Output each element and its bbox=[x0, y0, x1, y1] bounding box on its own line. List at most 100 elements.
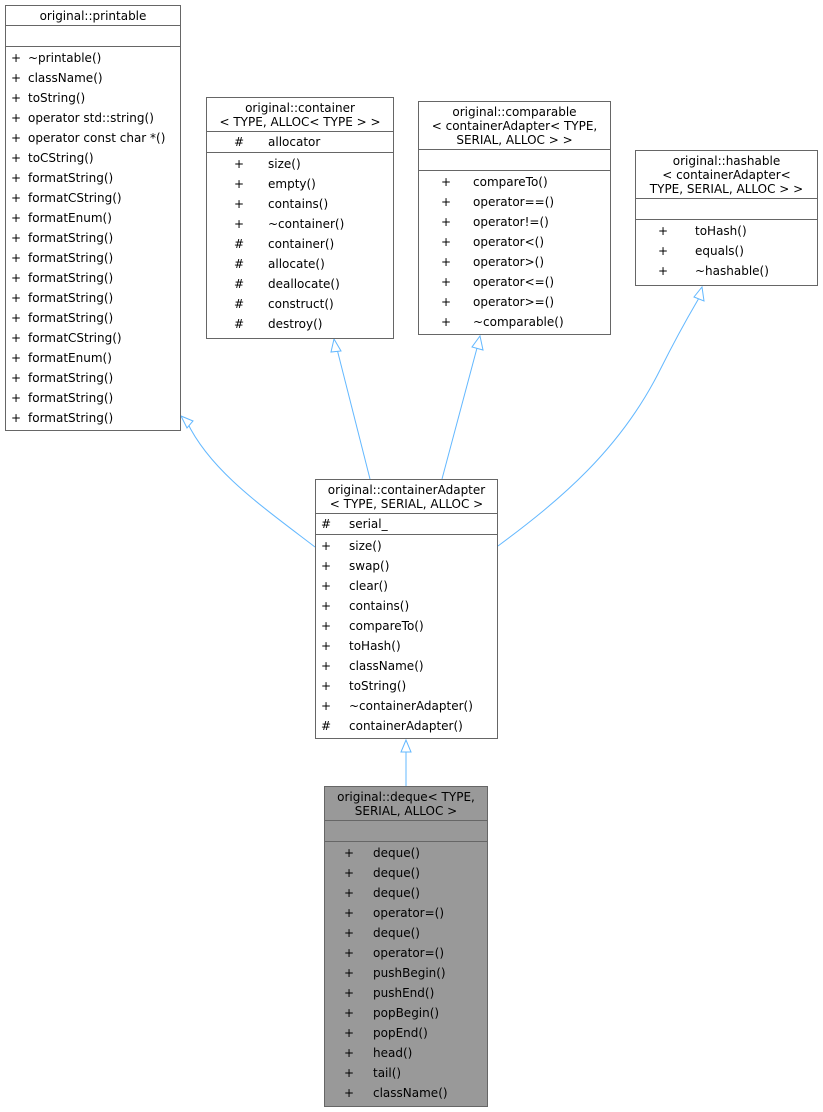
method-name: swap() bbox=[349, 559, 390, 573]
method-row[interactable]: +toHash() bbox=[636, 221, 817, 241]
method-name: ~printable() bbox=[28, 51, 102, 65]
method-name: empty() bbox=[268, 177, 316, 191]
method-row[interactable]: +operator<=() bbox=[419, 272, 610, 292]
attribute-section bbox=[636, 199, 817, 220]
method-row[interactable]: +formatEnum() bbox=[6, 208, 180, 228]
method-row[interactable]: +className() bbox=[6, 68, 180, 88]
method-row[interactable]: +formatString() bbox=[6, 308, 180, 328]
method-row[interactable]: +pushBegin() bbox=[325, 963, 487, 983]
visibility-marker: + bbox=[10, 211, 22, 225]
attribute-section: #serial_ bbox=[316, 514, 497, 535]
method-row[interactable]: +popBegin() bbox=[325, 1003, 487, 1023]
visibility-marker: + bbox=[343, 946, 355, 960]
method-name: operator!=() bbox=[473, 215, 549, 229]
method-row[interactable]: +size() bbox=[207, 154, 393, 174]
method-row[interactable]: +formatString() bbox=[6, 228, 180, 248]
class-node-comparable[interactable]: original::comparable< containerAdapter< … bbox=[418, 101, 611, 335]
method-row[interactable]: +deque() bbox=[325, 883, 487, 903]
method-row[interactable]: #allocate() bbox=[207, 254, 393, 274]
method-row[interactable]: +tail() bbox=[325, 1063, 487, 1083]
class-node-hashable[interactable]: original::hashable< containerAdapter< TY… bbox=[635, 150, 818, 286]
visibility-marker: + bbox=[233, 157, 245, 171]
class-title-line: original::printable bbox=[39, 9, 147, 23]
method-section: +deque()+deque()+deque()+operator=()+deq… bbox=[325, 842, 487, 1103]
method-row[interactable]: +formatString() bbox=[6, 288, 180, 308]
method-row[interactable]: +operator>=() bbox=[419, 292, 610, 312]
attribute-section bbox=[419, 150, 610, 171]
edge-containerAdapter-to-hashable bbox=[497, 297, 700, 547]
method-row[interactable]: +deque() bbox=[325, 863, 487, 883]
method-row[interactable]: +operator>() bbox=[419, 252, 610, 272]
method-row[interactable]: +operator!=() bbox=[419, 212, 610, 232]
class-title-line: < containerAdapter< TYPE, bbox=[431, 119, 598, 133]
method-row[interactable]: +className() bbox=[316, 656, 497, 676]
method-row[interactable]: +formatString() bbox=[6, 268, 180, 288]
method-row[interactable]: +operator<() bbox=[419, 232, 610, 252]
method-row[interactable]: +size() bbox=[316, 536, 497, 556]
method-row[interactable]: +deque() bbox=[325, 923, 487, 943]
method-row[interactable]: +formatEnum() bbox=[6, 348, 180, 368]
class-node-printable[interactable]: original::printable+~printable()+classNa… bbox=[5, 5, 181, 431]
method-name: className() bbox=[373, 1086, 448, 1100]
method-row[interactable]: +clear() bbox=[316, 576, 497, 596]
method-row[interactable]: +toHash() bbox=[316, 636, 497, 656]
method-row[interactable]: #construct() bbox=[207, 294, 393, 314]
method-row[interactable]: +~container() bbox=[207, 214, 393, 234]
visibility-marker: # bbox=[233, 317, 245, 331]
method-row[interactable]: +operator=() bbox=[325, 943, 487, 963]
method-row[interactable]: +~comparable() bbox=[419, 312, 610, 332]
method-name: construct() bbox=[268, 297, 334, 311]
class-title: original::deque< TYPE,SERIAL, ALLOC > bbox=[325, 787, 487, 821]
method-row[interactable]: +formatCString() bbox=[6, 328, 180, 348]
method-name: operator<=() bbox=[473, 275, 555, 289]
method-row[interactable]: +~hashable() bbox=[636, 261, 817, 281]
method-row[interactable]: +head() bbox=[325, 1043, 487, 1063]
visibility-marker: + bbox=[320, 559, 332, 573]
method-row[interactable]: +operator std::string() bbox=[6, 108, 180, 128]
method-row[interactable]: +equals() bbox=[636, 241, 817, 261]
method-name: ~comparable() bbox=[473, 315, 564, 329]
method-row[interactable]: +formatString() bbox=[6, 168, 180, 188]
method-row[interactable]: #containerAdapter() bbox=[316, 716, 497, 736]
visibility-marker: + bbox=[320, 539, 332, 553]
method-row[interactable]: +contains() bbox=[207, 194, 393, 214]
attribute-row[interactable]: #serial_ bbox=[316, 514, 497, 534]
method-row[interactable]: + swap() bbox=[316, 556, 497, 576]
method-row[interactable]: +toCString() bbox=[6, 148, 180, 168]
method-row[interactable]: +formatString() bbox=[6, 388, 180, 408]
method-name: contains() bbox=[349, 599, 410, 613]
method-row[interactable]: +operator const char *() bbox=[6, 128, 180, 148]
edge-arrowhead-container bbox=[330, 337, 342, 353]
method-row[interactable]: #container() bbox=[207, 234, 393, 254]
method-row[interactable]: +operator==() bbox=[419, 192, 610, 212]
visibility-marker: + bbox=[10, 311, 22, 325]
method-row[interactable]: +~printable() bbox=[6, 48, 180, 68]
method-row[interactable]: +formatCString() bbox=[6, 188, 180, 208]
visibility-marker: + bbox=[343, 986, 355, 1000]
method-row[interactable]: +popEnd() bbox=[325, 1023, 487, 1043]
method-row[interactable]: +toString() bbox=[6, 88, 180, 108]
class-node-container[interactable]: original::container< TYPE, ALLOC< TYPE >… bbox=[206, 97, 394, 339]
method-row[interactable]: +className() bbox=[325, 1083, 487, 1103]
method-row[interactable]: +toString() bbox=[316, 676, 497, 696]
class-node-containerAdapter[interactable]: original::containerAdapter< TYPE, SERIAL… bbox=[315, 479, 498, 739]
method-section: +size()+empty()+contains()+~container()#… bbox=[207, 153, 393, 334]
method-row[interactable]: #deallocate() bbox=[207, 274, 393, 294]
method-row[interactable]: +pushEnd() bbox=[325, 983, 487, 1003]
class-node-deque[interactable]: original::deque< TYPE,SERIAL, ALLOC >+de… bbox=[324, 786, 488, 1107]
method-row[interactable]: #destroy() bbox=[207, 314, 393, 334]
visibility-marker: + bbox=[657, 244, 669, 258]
visibility-marker: + bbox=[10, 251, 22, 265]
method-name: deque() bbox=[373, 846, 420, 860]
method-row[interactable]: +~containerAdapter() bbox=[316, 696, 497, 716]
attribute-row[interactable]: #allocator bbox=[207, 132, 393, 152]
method-row[interactable]: +deque() bbox=[325, 843, 487, 863]
method-row[interactable]: +compareTo() bbox=[419, 172, 610, 192]
method-row[interactable]: +formatString() bbox=[6, 408, 180, 428]
method-row[interactable]: +empty() bbox=[207, 174, 393, 194]
method-row[interactable]: +operator=() bbox=[325, 903, 487, 923]
method-row[interactable]: +formatString() bbox=[6, 248, 180, 268]
method-row[interactable]: +formatString() bbox=[6, 368, 180, 388]
method-row[interactable]: +compareTo() bbox=[316, 616, 497, 636]
method-row[interactable]: +contains() bbox=[316, 596, 497, 616]
